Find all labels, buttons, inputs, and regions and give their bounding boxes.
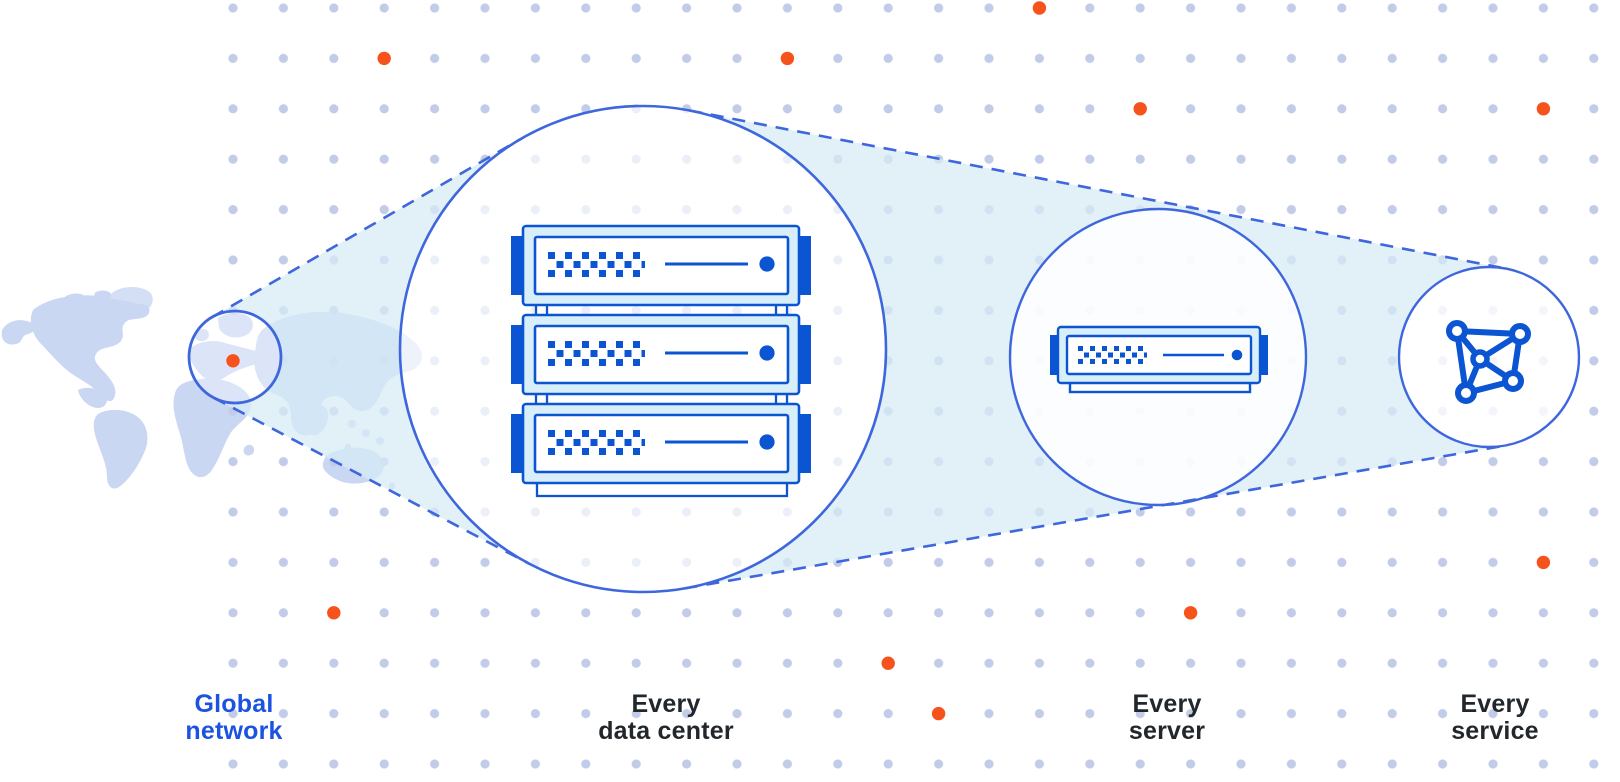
orange-dot	[1536, 555, 1551, 570]
server-icon	[1050, 325, 1268, 394]
mesh-network-icon	[1446, 320, 1531, 404]
label-global-network: Global network	[185, 690, 283, 745]
label-every-service: Every service	[1451, 690, 1539, 745]
server-led	[759, 256, 775, 272]
orange-dot	[1133, 102, 1147, 116]
orange-location-dots	[226, 1, 1551, 721]
orange-dot	[931, 706, 946, 721]
orange-dot	[377, 51, 391, 66]
label-every-data-center: Every data center	[598, 690, 734, 745]
orange-dot	[780, 51, 795, 66]
server-vent-pattern	[548, 252, 645, 279]
orange-dot	[1536, 102, 1551, 116]
orange-dot	[226, 354, 240, 368]
orange-dot	[1183, 606, 1198, 620]
server-unit	[511, 224, 811, 307]
server-led	[1231, 349, 1243, 361]
orange-dot	[881, 656, 895, 670]
orange-dot	[327, 606, 341, 620]
label-every-server: Every server	[1128, 690, 1206, 745]
server-vent-pattern	[1078, 346, 1147, 365]
zoom-dashed-lines	[211, 109, 1507, 590]
zoom-cone-map-to-datacenter	[212, 138, 530, 565]
server-rack-icon	[509, 224, 813, 498]
orange-dot	[1032, 1, 1047, 15]
